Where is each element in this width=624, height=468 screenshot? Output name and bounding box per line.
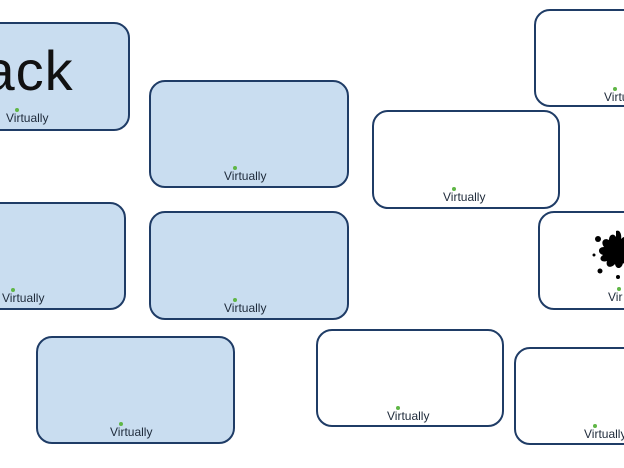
card-1[interactable]: lack Virtually xyxy=(0,22,130,131)
virtually-logo: Virtually xyxy=(110,422,152,442)
card-8[interactable]: Virtually xyxy=(316,329,504,427)
virtually-logo: Vir xyxy=(608,287,622,307)
virtually-logo: Virtually xyxy=(6,108,48,128)
virtually-logo: Virtually xyxy=(387,406,429,425)
card-5[interactable]: Virtually xyxy=(0,202,126,310)
virtually-logo: Virtually xyxy=(224,166,266,186)
card-10[interactable]: Virtually xyxy=(514,347,624,445)
virtually-logo: Virtually xyxy=(443,187,485,207)
card-4[interactable]: Virtually xyxy=(534,9,624,107)
card-9[interactable]: Vir xyxy=(538,211,624,310)
card-2[interactable]: Virtually xyxy=(149,80,349,188)
virtually-logo: Virtually xyxy=(604,87,624,105)
card-6[interactable]: Virtually xyxy=(149,211,349,320)
card-word: lack xyxy=(0,39,74,102)
virtually-logo: Virtually xyxy=(584,424,624,443)
card-7[interactable]: Virtually xyxy=(36,336,235,444)
card-3[interactable]: Virtually xyxy=(372,110,560,209)
ink-splat-icon xyxy=(592,230,624,279)
virtually-logo: Virtually xyxy=(224,298,266,318)
virtually-logo: Virtually xyxy=(2,288,44,308)
